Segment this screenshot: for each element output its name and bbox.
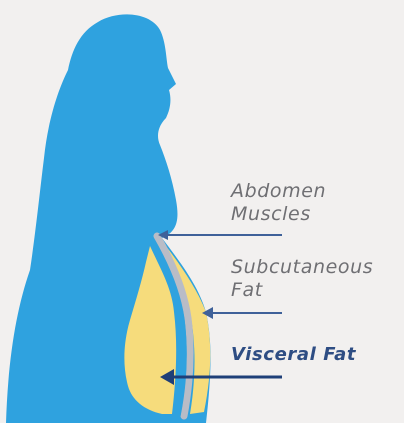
- visceral-fat-label-line-1: Visceral Fat: [231, 344, 356, 365]
- subcutaneous-fat-label-line-2: Fat: [231, 279, 263, 301]
- visceral-fat-label: Visceral Fat: [231, 343, 356, 366]
- subcutaneous-fat-label-line-1: Subcutaneous: [231, 256, 373, 278]
- abdomen-muscles-label-line-2: Muscles: [231, 203, 311, 225]
- body-silhouette: [6, 14, 211, 423]
- subcutaneous-fat-label: Subcutaneous Fat: [231, 256, 373, 302]
- abdomen-muscles-label-line-1: Abdomen: [231, 180, 326, 202]
- abdomen-muscles-label: Abdomen Muscles: [231, 180, 326, 226]
